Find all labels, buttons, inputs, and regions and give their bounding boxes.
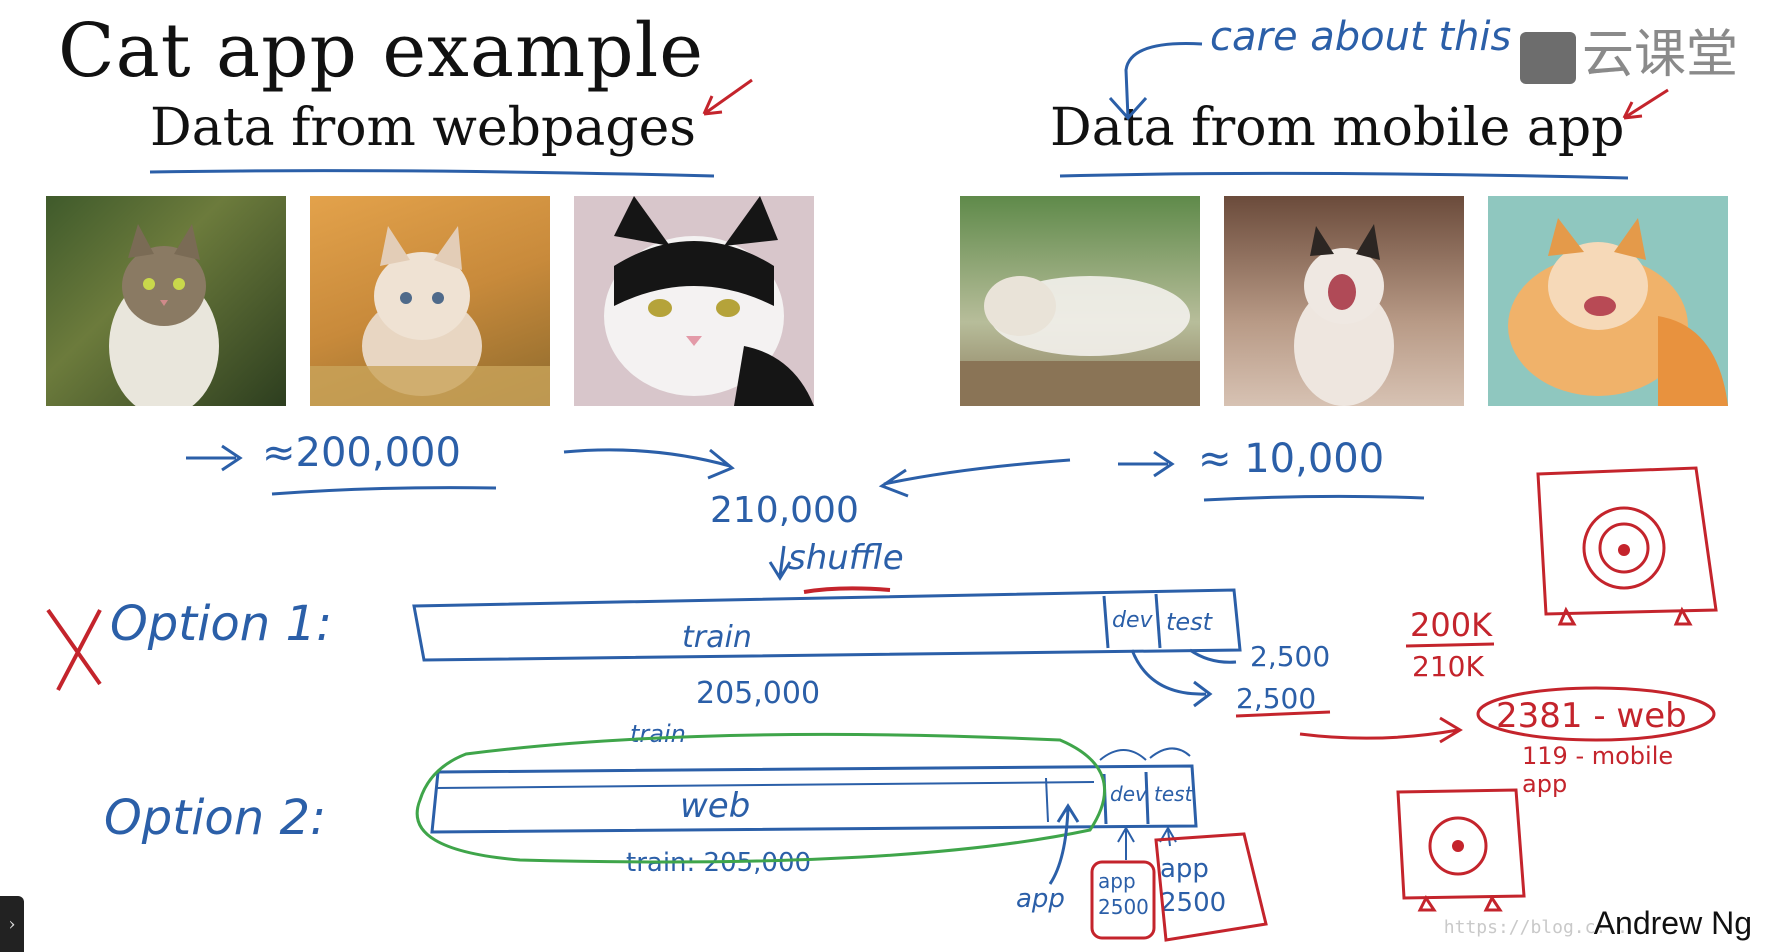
reject-x-icon (46, 608, 102, 691)
option2-label: Option 2: (104, 790, 327, 846)
dev-size-underline (1235, 710, 1331, 718)
mobile-count: ≈ 10,000 (1198, 436, 1385, 482)
mobile-cat-image-3 (1488, 196, 1728, 406)
arrow-combine-right-icon (878, 458, 1071, 498)
option1-dev-size: 2,500 (1250, 640, 1331, 673)
arrow-right-icon (1118, 450, 1175, 478)
test-size-arrow-icon (1189, 648, 1237, 664)
app-arrow-icon (1048, 803, 1080, 885)
option2-test-label: test (1154, 782, 1193, 806)
shuffle-underline (803, 586, 891, 594)
option2-app-dev: app 2500 (1098, 869, 1149, 919)
web-cat-image-2 (310, 196, 550, 406)
web-cat-image-1 (46, 196, 286, 406)
web-cat-image-3 (574, 196, 814, 406)
target-stand-icon (1417, 895, 1503, 912)
target-stand-icon (1557, 606, 1693, 626)
blurry-cat-silhouette-icon (960, 276, 1200, 406)
target-ring-icon (1428, 816, 1488, 876)
author-signature: Andrew Ng (1593, 905, 1752, 941)
option2-app-label: app (1016, 884, 1065, 914)
web-count: ≈200,000 (262, 430, 461, 476)
option2-app-divider (1045, 777, 1049, 823)
mobile-cat-image-1 (960, 196, 1200, 406)
arrow-combine-left-icon (563, 448, 735, 480)
target-board-icon (1396, 788, 1526, 900)
option2-test-divider (1144, 771, 1150, 825)
mobile-data-heading: Data from mobile app (1050, 98, 1625, 158)
red-arrow-icon (702, 78, 753, 116)
bw-cat-silhouette-icon (604, 196, 814, 406)
option2-train-label: train (630, 720, 686, 748)
option1-dev-label: dev (1112, 608, 1153, 633)
option1-train-size: 205,000 (696, 676, 821, 711)
option2-web-label: web (680, 786, 751, 826)
option1-bar (412, 588, 1242, 662)
ratio-top: 200K (1410, 606, 1493, 644)
option2-bar (430, 764, 1198, 834)
target-ring-icon (1598, 522, 1650, 574)
app-test-box (1154, 832, 1268, 942)
mobile-count-underline (1203, 494, 1425, 502)
red-arrow-icon (1622, 88, 1669, 120)
ratio-bottom: 210K (1412, 650, 1484, 683)
kitten-silhouette-icon (310, 226, 550, 406)
breakdown-arrow-icon (1299, 716, 1463, 744)
app-dev-arrow-icon (1117, 825, 1135, 860)
web-heading-underline (149, 169, 715, 178)
watermark-logo-icon (1519, 32, 1576, 84)
option1-dev-divider (1102, 595, 1110, 649)
target-center-icon (1452, 840, 1464, 852)
breakdown-web: 2381 - web (1496, 696, 1687, 736)
yawning-cat-silhouette-icon (1294, 224, 1394, 406)
target-center-icon (1618, 544, 1630, 556)
app-test-arrow-icon (1159, 825, 1177, 847)
option2-inner-line (435, 781, 1095, 789)
train-green-loop (415, 732, 1106, 864)
ratio-line (1405, 642, 1495, 648)
option1-test-size: 2,500 (1236, 682, 1317, 715)
app-dev-box (1090, 860, 1156, 940)
mobile-heading-underline (1059, 171, 1629, 180)
source-url: https://blog.c... (1443, 917, 1628, 938)
option1-train-label: train (682, 620, 752, 655)
shuffle-arrow-icon (768, 545, 792, 581)
care-about-note: care about this (1210, 14, 1512, 60)
option2-dev-label: dev (1110, 782, 1147, 806)
breakdown-mobile: 119 - mobile app (1522, 742, 1674, 798)
combined-total: 210,000 (710, 490, 859, 531)
care-arrow-icon (1108, 42, 1203, 121)
dev-size-arrow-icon (1130, 649, 1213, 708)
breakdown-circle (1476, 686, 1716, 742)
shuffle-label: shuffle (788, 538, 904, 578)
web-count-underline (271, 486, 497, 496)
target-ring-icon (1582, 506, 1666, 590)
option1-label: Option 1: (110, 596, 333, 652)
chevron-right-icon: › (8, 913, 16, 935)
option1-test-divider (1154, 593, 1162, 649)
option2-brace-icon (1099, 747, 1191, 761)
arrow-right-icon (186, 444, 243, 472)
slide-title: Cat app example (58, 8, 705, 94)
mobile-cat-image-2 (1224, 196, 1464, 406)
option1-test-label: test (1166, 608, 1213, 636)
cat-silhouette-icon (109, 224, 219, 406)
orange-cat-silhouette-icon (1508, 218, 1728, 406)
player-toggle-button[interactable]: › (0, 896, 24, 952)
watermark: 云课堂 (1519, 12, 1738, 87)
option2-app-test: app 2500 (1160, 854, 1227, 918)
web-data-heading: Data from webpages (150, 98, 696, 158)
target-board-icon (1536, 466, 1718, 616)
